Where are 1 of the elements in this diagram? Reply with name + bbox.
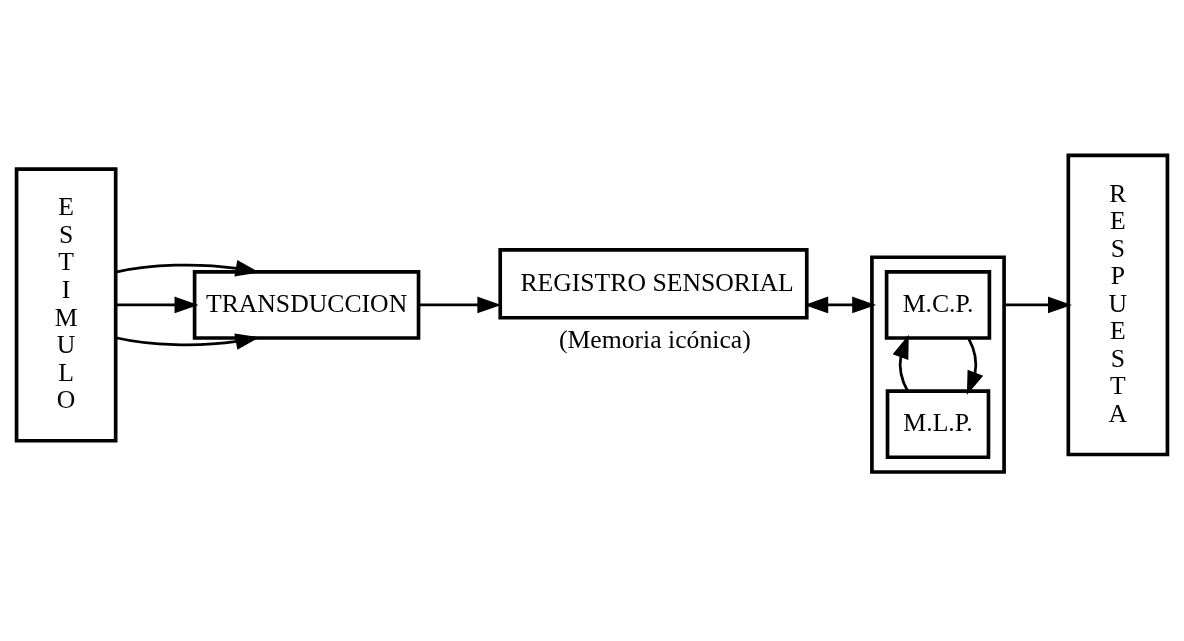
node-label: (Memoria icónica) (558, 324, 751, 354)
